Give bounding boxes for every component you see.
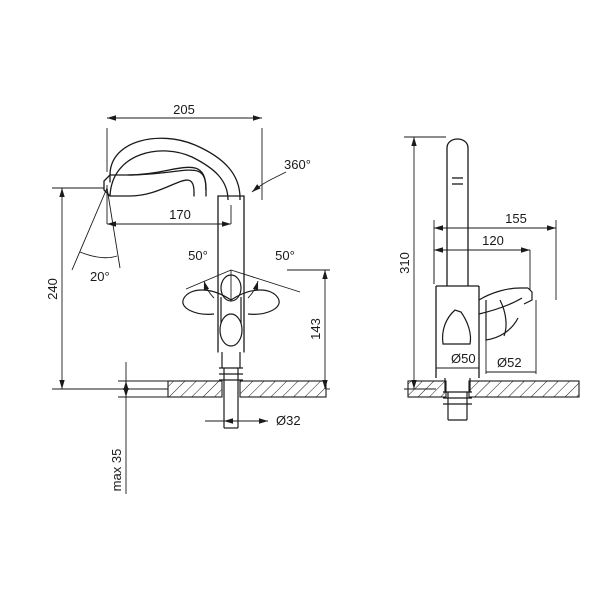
- front-view-spout-arch: [109, 137, 241, 201]
- dim-hole-32: [205, 398, 268, 424]
- label-lever-52: Ø52: [497, 355, 522, 370]
- dim-reach-170: [106, 185, 232, 227]
- side-view-group: 310 155 120 Ø50: [397, 136, 580, 421]
- side-view-lever: [441, 287, 533, 345]
- dim-depth-120: [433, 240, 531, 290]
- label-height-240: 240: [45, 278, 60, 300]
- front-view-lever-handle: [182, 274, 280, 347]
- dim-angle-right-50: [230, 269, 301, 299]
- label-angle-right-50: 50°: [275, 248, 295, 263]
- side-view-tap-outline: [435, 138, 480, 378]
- dim-max-35: [118, 362, 170, 494]
- label-depth-155: 155: [505, 211, 527, 226]
- front-view-group: 205 170 240 143: [45, 102, 330, 494]
- label-lever-height-143: 143: [308, 318, 323, 340]
- label-total-height-310: 310: [397, 252, 412, 274]
- dim-swivel-360: [251, 171, 287, 193]
- dim-angle-left-50: [185, 269, 232, 300]
- label-body-50: Ø50: [451, 351, 476, 366]
- label-swivel-360: 360°: [284, 157, 311, 172]
- dim-height-240: [52, 187, 168, 390]
- label-depth-120: 120: [482, 233, 504, 248]
- label-angle-20: 20°: [90, 269, 110, 284]
- front-view-tap-outline: [103, 166, 245, 353]
- dim-depth-155: [433, 220, 557, 300]
- side-view-shank: [443, 378, 472, 421]
- front-view-shank: [219, 352, 243, 429]
- dim-body-50: [435, 352, 480, 372]
- dim-lever-52: [485, 300, 537, 374]
- dim-angle-20: [71, 187, 121, 271]
- label-angle-left-50: 50°: [188, 248, 208, 263]
- dim-width-205: [106, 115, 263, 200]
- dim-lever-height-143: [287, 269, 330, 390]
- label-hole-32: Ø32: [276, 413, 301, 428]
- label-reach-170: 170: [169, 207, 191, 222]
- label-width-205: 205: [173, 102, 195, 117]
- dim-total-height-310: [404, 136, 446, 390]
- label-max-35: max 35: [109, 449, 124, 492]
- front-view-countertop: [167, 380, 327, 398]
